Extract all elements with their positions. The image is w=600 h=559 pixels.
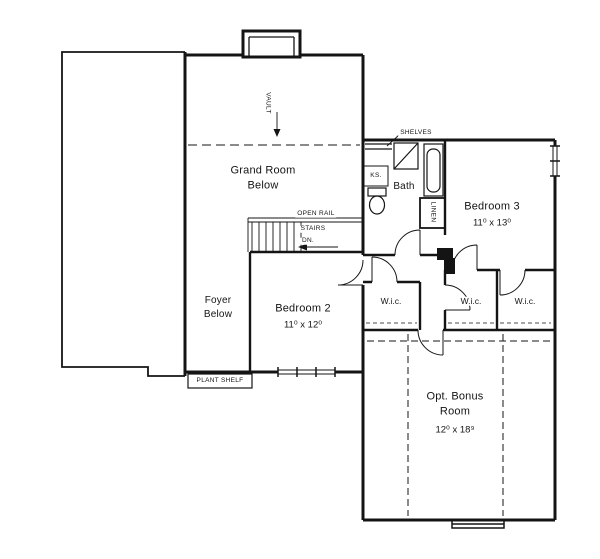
linen-closet (419, 197, 446, 229)
stair-treads (251, 222, 302, 251)
toilet (367, 187, 387, 215)
bonus-room-dims: 12⁰ x 18⁹ (435, 424, 475, 436)
bonus-room-window-bay (451, 520, 505, 529)
grand-room-label: Grand Room (230, 164, 296, 177)
bedroom3-label: Bedroom 3 (464, 200, 520, 213)
bath-fixtures (363, 134, 444, 215)
grand-room-below-label: Below (247, 179, 279, 192)
dashed-lines (188, 144, 551, 516)
bedroom2-label: Bedroom 2 (275, 302, 331, 315)
wic1-label: W.i.c. (378, 295, 404, 306)
open-rail-lines (247, 217, 363, 252)
shelves-label: SHELVES (398, 128, 434, 137)
bath-label: Bath (393, 181, 415, 192)
chimney (241, 29, 302, 59)
door-swings (337, 229, 526, 356)
stairs-label: STAIRS (298, 224, 328, 233)
bedroom2-dims: 11⁰ x 12⁰ (283, 319, 323, 331)
garage-outline (61, 51, 185, 377)
foyer-below-label: Below (203, 309, 233, 320)
open-rail-label: OPEN RAIL (295, 209, 337, 218)
wic3-door (499, 269, 526, 296)
exterior-walls (183, 52, 557, 522)
bonus-door (417, 329, 444, 356)
bedroom2-windows (277, 367, 336, 377)
bath-door (394, 229, 421, 256)
wall-poche (437, 248, 455, 274)
vault-label: VAULT (264, 92, 272, 114)
windows (277, 145, 560, 529)
knee-space-cabinet (363, 165, 389, 187)
knee-space-label: KS. (368, 171, 384, 180)
plant-shelf-label: PLANT SHELF (196, 376, 244, 384)
foyer-label: Foyer (204, 295, 232, 306)
interior-walls (248, 140, 555, 372)
bedroom2-door (337, 259, 364, 286)
wic2-label: W.i.c. (458, 295, 484, 306)
vault-arrow (273, 112, 281, 137)
down-label: DN. (299, 236, 317, 245)
wic3-label: W.i.c. (512, 295, 538, 306)
shelves-lines (365, 143, 392, 150)
down-arrow (298, 243, 338, 251)
bonus-room-label-2: Room (439, 405, 471, 418)
shelves-leader-line (386, 134, 400, 147)
bedroom3-window (550, 145, 560, 177)
tub (423, 143, 444, 197)
bedroom3-door (451, 244, 478, 271)
shower (393, 142, 419, 170)
plant-shelf-box (187, 373, 253, 389)
linen-label: LINEN (429, 201, 437, 223)
stairs (247, 217, 363, 252)
wic2-door (444, 284, 471, 311)
bonus-room-label: Opt. Bonus (426, 390, 484, 403)
bedroom3-dims: 11⁰ x 13⁰ (472, 217, 512, 229)
wic1-door (371, 256, 398, 283)
